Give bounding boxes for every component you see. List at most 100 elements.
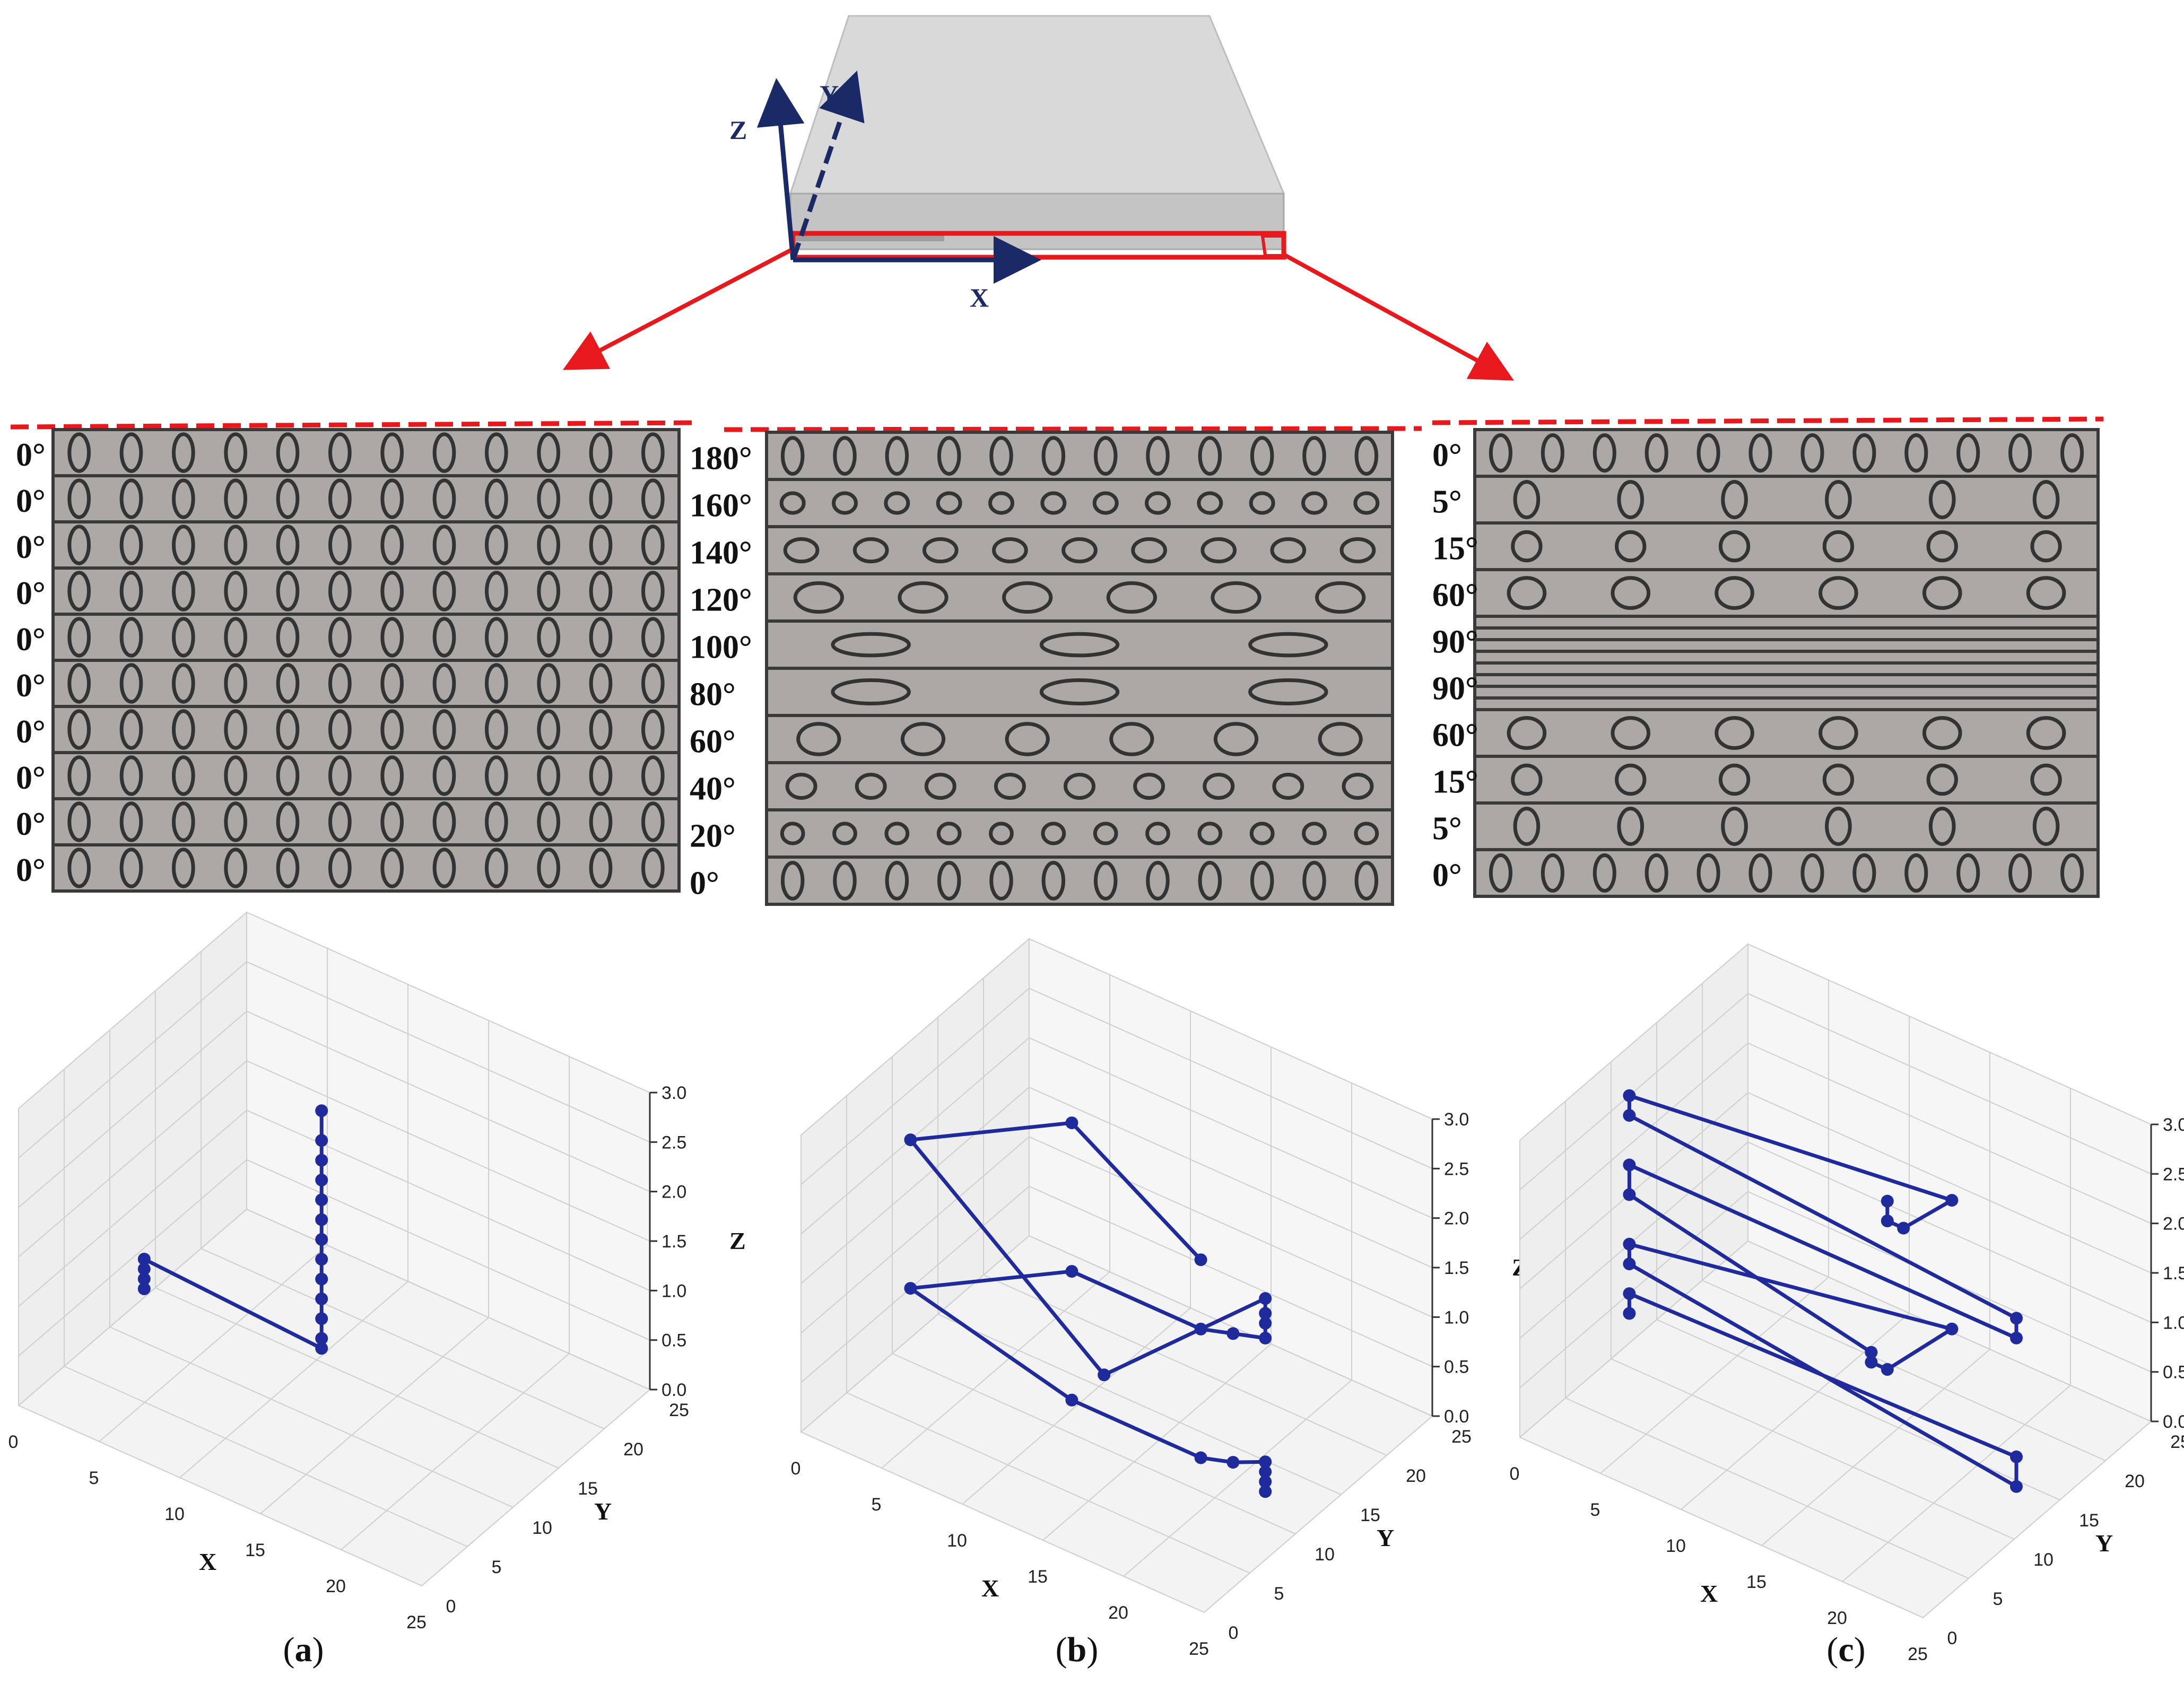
gridline xyxy=(18,1010,650,1208)
fiber-cross-section xyxy=(380,525,404,565)
gridline xyxy=(18,1110,650,1307)
fiber-cross-section xyxy=(484,663,508,704)
ply-angle-label: 0° xyxy=(16,760,46,796)
fiber-cross-section xyxy=(2030,530,2062,563)
x-tick-label: 15 xyxy=(1028,1567,1048,1587)
trajectory-point xyxy=(315,1332,328,1345)
ply-angle-label: 0° xyxy=(1432,858,1462,894)
ply-layer xyxy=(765,619,1394,670)
fiber-cross-section xyxy=(224,755,248,796)
fiber-cross-section xyxy=(885,436,909,476)
fiber-cross-section xyxy=(1354,436,1379,476)
y-tick-label: 10 xyxy=(2033,1550,2054,1570)
y-tick-label: 15 xyxy=(2079,1511,2099,1531)
fiber-cross-section xyxy=(1039,678,1120,705)
fiber-cross-section xyxy=(1039,632,1120,658)
gridline xyxy=(800,1136,1433,1334)
fiber-cross-section xyxy=(1250,861,1274,901)
fiber-cross-section xyxy=(67,848,91,888)
ply-layer xyxy=(51,659,681,708)
cut-plane-line xyxy=(10,420,695,430)
fiber-cross-section xyxy=(1092,491,1119,515)
x-axis-label: X xyxy=(970,283,989,312)
fiber-cross-section xyxy=(1315,581,1366,614)
fiber-cross-section xyxy=(641,571,665,612)
fiber-cross-section xyxy=(783,537,820,564)
fiber-cross-section xyxy=(641,617,665,658)
fiber-cross-section xyxy=(922,537,959,564)
fiber-cross-section xyxy=(1093,436,1118,476)
fiber-cross-section xyxy=(67,801,91,842)
z-tick-label: 1.0 xyxy=(1444,1307,1469,1328)
fiber-cross-section xyxy=(1093,861,1118,901)
fiber-cross-section xyxy=(276,478,300,519)
fiber-cross-section xyxy=(1926,763,1958,796)
fiber-cross-section xyxy=(1617,480,1644,519)
trajectory-point xyxy=(137,1272,151,1286)
gridline xyxy=(1519,1240,2152,1438)
fiber-cross-section xyxy=(1513,480,1541,519)
gridline xyxy=(1519,943,2152,1141)
fiber-cross-section xyxy=(1064,773,1095,800)
fiber-cross-section xyxy=(380,801,404,842)
trajectory-point xyxy=(1065,1393,1078,1407)
fiber-cross-section xyxy=(1131,537,1167,564)
gridline xyxy=(1519,1092,2152,1289)
fiber-cross-section xyxy=(832,491,858,515)
fiber-cross-section xyxy=(1489,853,1513,893)
fiber-cross-section xyxy=(380,709,404,750)
y-tick-label: 25 xyxy=(2170,1432,2184,1452)
z-tick-label: 1.0 xyxy=(662,1281,686,1301)
fiber-cross-section xyxy=(432,525,456,565)
svg-text:(b): (b) xyxy=(1056,1630,1099,1669)
fiber-cross-section xyxy=(276,525,300,565)
trajectory-point xyxy=(904,1282,917,1295)
x-tick-label: 20 xyxy=(1108,1603,1128,1623)
trajectory-point xyxy=(2010,1480,2023,1493)
fiber-cross-section xyxy=(1644,853,1668,893)
fiber-cross-section xyxy=(780,436,805,476)
fiber-cross-section xyxy=(380,755,404,796)
fiber-cross-section xyxy=(537,617,561,658)
fiber-cross-section xyxy=(224,617,248,658)
trajectory-point xyxy=(2010,1331,2023,1344)
trajectory-point xyxy=(1259,1316,1272,1330)
layer-stack-c: 0°5°15°60°90°90°60°15°5°0° xyxy=(1432,416,2104,898)
x-tick-label: 20 xyxy=(326,1576,346,1596)
z-axis-name: Z xyxy=(729,1227,746,1254)
x-tick-label: 20 xyxy=(1827,1608,1847,1628)
fiber-cross-section xyxy=(484,617,508,658)
trajectory-point xyxy=(137,1253,151,1265)
ply-layer xyxy=(51,566,681,616)
fiber-cross-section xyxy=(1822,530,1855,563)
trajectory-point xyxy=(1623,1287,1636,1300)
fiber-cross-section xyxy=(484,525,508,565)
caption-c: (c) xyxy=(1826,1630,1865,1669)
x-axis-name: X xyxy=(1700,1580,1718,1607)
fiber-cross-section xyxy=(1211,581,1261,614)
fiber-cross-section xyxy=(1825,807,1852,846)
trajectory-point xyxy=(1623,1307,1636,1320)
z-tick-label: 3.0 xyxy=(662,1083,686,1103)
svg-text:(c): (c) xyxy=(1826,1630,1865,1669)
fiber-cross-section xyxy=(2060,433,2084,473)
fiber-cross-section xyxy=(779,491,806,515)
y-tick-label: 15 xyxy=(578,1479,598,1499)
fiber-cross-section xyxy=(1041,436,1066,476)
trajectory-point xyxy=(1865,1356,1878,1369)
fiber-cross-section xyxy=(1353,491,1380,515)
trajectory-point xyxy=(315,1272,328,1286)
fiber-cross-section xyxy=(1511,530,1543,563)
fiber-cross-section xyxy=(1748,853,1772,893)
fiber-cross-section xyxy=(67,617,91,658)
trajectory-point xyxy=(1226,1327,1240,1340)
fiber-cross-section xyxy=(328,617,352,658)
trajectory-point xyxy=(315,1104,328,1117)
fiber-cross-section xyxy=(780,861,805,901)
plate-top-face xyxy=(789,15,1285,195)
fiber-cross-section xyxy=(884,822,910,845)
ply-angle-label: 0° xyxy=(16,575,46,612)
fiber-cross-section xyxy=(380,432,404,473)
fiber-cross-section xyxy=(1301,491,1327,515)
